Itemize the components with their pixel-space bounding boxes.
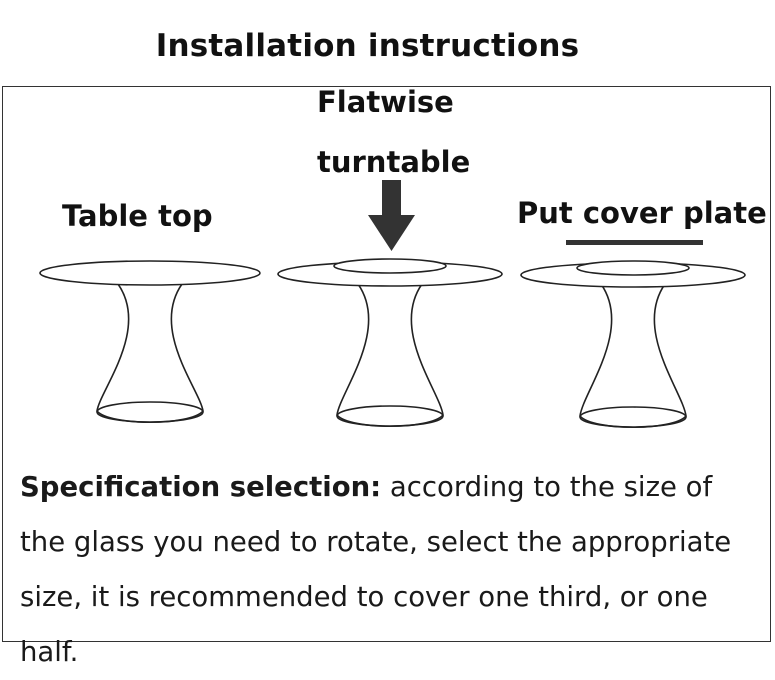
specification-body: according to the size of the glass you n… (20, 471, 732, 668)
table-3-pedestal (579, 283, 687, 428)
cover-plate-illustration (520, 260, 746, 428)
table-1-base (96, 401, 204, 423)
table-illustrations (39, 180, 746, 428)
turntable-plate (333, 258, 447, 274)
label-table-top: Table top (62, 199, 213, 233)
label-flatwise-line2: turntable (317, 145, 471, 179)
table-2-pedestal (336, 283, 444, 427)
table-3-base (579, 406, 687, 428)
cover-plate (576, 260, 690, 276)
label-put-cover-plate: Put cover plate (517, 196, 767, 230)
specification-heading: Specification selection: (20, 471, 382, 503)
table-1-top (39, 260, 261, 286)
specification-text: Specification selection: according to th… (20, 460, 765, 680)
diagram-frame (2, 86, 771, 642)
down-arrow-icon (368, 180, 415, 251)
table-2-base (336, 405, 444, 427)
page-title: Installation instructions (155, 28, 580, 64)
table-top-illustration (39, 260, 261, 423)
cover-plate-underline (566, 240, 703, 245)
flatwise-turntable-illustration (277, 258, 503, 427)
label-flatwise-line1: Flatwise (317, 85, 454, 119)
